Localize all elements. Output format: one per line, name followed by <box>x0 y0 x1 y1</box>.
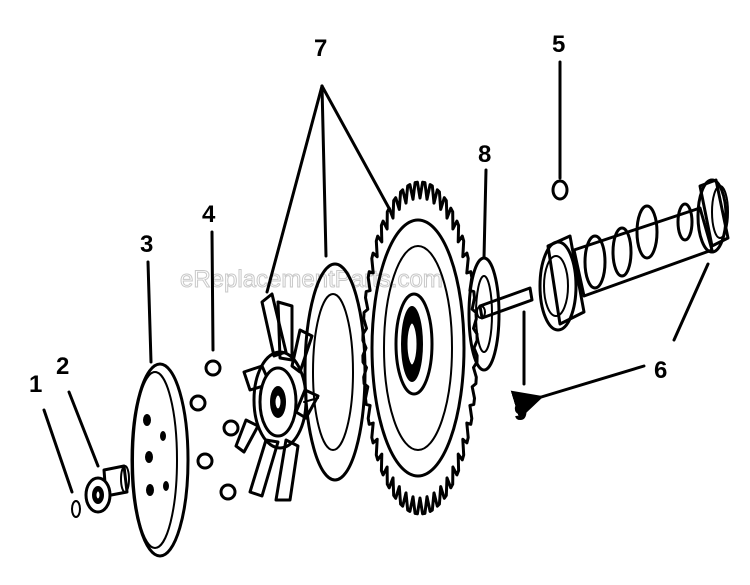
part-9-shaft-pin <box>476 286 534 320</box>
watermark: eReplacementParts.com <box>180 266 443 293</box>
callout-9: 9 <box>514 399 527 426</box>
leader-4 <box>210 230 215 352</box>
part-7-governor-spider <box>234 292 320 502</box>
callout-1: 1 <box>29 371 42 398</box>
leader-2 <box>67 390 100 468</box>
callout-8: 8 <box>478 141 491 168</box>
leader-6 <box>672 262 710 342</box>
leader-9-arrow <box>510 364 646 420</box>
leader-7c <box>320 84 392 212</box>
leader-8 <box>482 168 488 260</box>
callout-3: 3 <box>140 231 153 258</box>
part-7-thrust-washer <box>303 262 367 482</box>
leader-1 <box>42 408 74 494</box>
callout-5: 5 <box>552 31 565 58</box>
part-1-pin <box>71 500 81 518</box>
callouts: 1 2 3 4 5 6 7 8 9 <box>29 31 667 426</box>
leader-7a <box>265 84 324 294</box>
part-3-flange-plate <box>130 362 190 558</box>
leader-lines <box>42 60 710 494</box>
part-5-ball <box>551 179 569 201</box>
callout-2: 2 <box>56 353 69 380</box>
part-6-camshaft <box>538 178 730 332</box>
part-2-bolt <box>84 464 130 514</box>
leader-3 <box>146 260 153 364</box>
callout-6: 6 <box>654 357 667 384</box>
callout-4: 4 <box>202 201 216 228</box>
callout-7: 7 <box>314 35 327 62</box>
part-4-balls <box>189 359 240 501</box>
leader-7b <box>320 84 328 258</box>
part-7-cam-gear <box>361 180 479 516</box>
